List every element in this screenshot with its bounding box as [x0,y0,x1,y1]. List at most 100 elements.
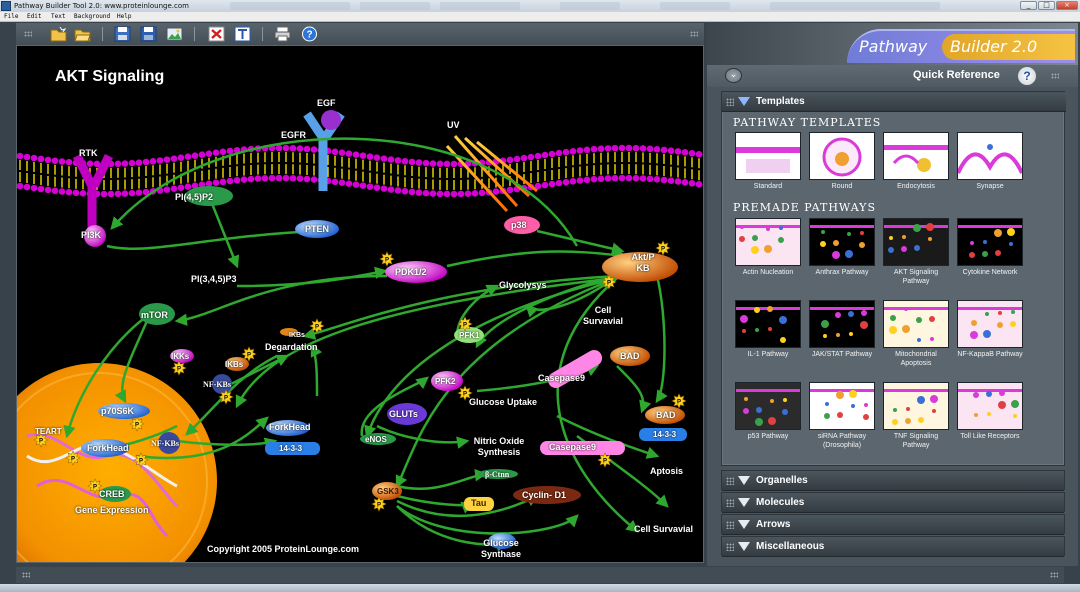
menu-file[interactable]: File [4,13,19,20]
arrows-section[interactable]: Arrows [721,514,1065,535]
premade-label-9: siRNA Pathway (Drosophila) [817,433,867,449]
phospho-label: P [607,281,611,287]
minimize-button[interactable]: _ [1020,1,1037,10]
phospho-label: P [603,459,607,465]
label-bad-2: BAD [656,410,676,420]
menu-help[interactable]: Help [117,13,132,20]
label-nfkbs-2: NF-KBs [151,439,179,448]
premade-label-0: Actin Nucleation [742,269,794,276]
label-aptosis: Aptosis [650,466,684,476]
rtk-receptor [72,153,114,247]
taskbar-strip [0,584,1080,592]
toolbar-separator [194,27,195,41]
collapse-panel-button[interactable]: ⌄ [725,68,742,83]
14-3-3-node-2 [265,442,320,455]
phospho-star [33,432,49,448]
pathway-preview-icon [810,389,874,420]
label-creb: CREB [99,489,125,499]
miscellaneous-section[interactable]: Miscellaneous [721,536,1065,557]
phospho-star [241,346,257,362]
template-thumb-round[interactable] [809,132,875,180]
label-gene-expression: Gene Expression [75,505,149,515]
logo-text-builder: Builder 2.0 [950,37,1038,56]
phospho-label: P [463,392,467,398]
molecules-header[interactable]: Molecules [722,493,1064,513]
template-thumb-endocytosis[interactable] [883,132,949,180]
premade-thumb-0[interactable] [735,218,801,266]
arrows-label: Arrows [756,519,791,530]
grip-icon [726,521,734,529]
pathway-preview-icon [810,307,874,338]
arrows-header[interactable]: Arrows [722,515,1064,535]
template-thumb-synapse[interactable] [957,132,1023,180]
background-tab [440,2,520,10]
diagram-title: AKT Signaling [55,68,165,85]
premade-thumb-3[interactable] [957,218,1023,266]
maximize-button[interactable]: □ [1038,1,1055,10]
miscellaneous-label: Miscellaneous [756,541,825,552]
phospho-label: P [463,323,467,329]
miscellaneous-header[interactable]: Miscellaneous [722,537,1064,557]
gluts-node [387,403,427,425]
ikks-node [170,349,194,363]
toolbar-separator [102,27,103,41]
label-ikbs: IKBs [225,360,244,369]
premade-thumb-8[interactable] [735,382,801,430]
premade-thumb-1[interactable] [809,218,875,266]
organelles-header[interactable]: Organelles [722,471,1064,491]
menu-background[interactable]: Background [74,13,111,20]
new-folder-icon[interactable] [50,26,67,42]
label-egfr: EGFR [281,130,307,140]
text-icon[interactable] [234,26,251,42]
label-nfkbs: NF-KBs [203,380,231,389]
phospho-label: P [247,353,251,359]
premade-thumb-4[interactable] [735,300,801,348]
premade-thumb-6[interactable] [883,300,949,348]
grip-icon [726,499,734,507]
premade-thumb-9[interactable] [809,382,875,430]
quick-reference-label: Quick Reference [913,69,1000,81]
pathway-preview-icon [736,389,800,426]
phospho-star [133,452,149,468]
copyright-text: Copyright 2005 ProteinLounge.com [207,544,360,554]
menu-edit[interactable]: Edit [27,13,42,20]
casepase9-node-1 [547,350,603,388]
print-icon[interactable] [274,26,291,42]
export-image-icon[interactable] [166,26,183,42]
quick-reference-help-icon[interactable]: ? [1018,67,1036,85]
bctnn-node [478,469,518,479]
collapsed-triangle-icon [738,498,750,507]
template-preview-icon [958,144,1022,174]
premade-thumb-11[interactable] [957,382,1023,430]
molecules-section[interactable]: Molecules [721,492,1065,513]
label-gluts: GLUTs [389,409,418,419]
save-as-icon[interactable] [140,26,157,42]
templates-header-label: Templates [756,96,805,107]
menu-text[interactable]: Text [51,13,66,20]
premade-thumb-5[interactable] [809,300,875,348]
premade-thumb-7[interactable] [957,300,1023,348]
premade-thumb-10[interactable] [883,382,949,430]
panel-grip-icon [1051,73,1059,79]
delete-icon[interactable] [208,26,225,42]
templates-header[interactable]: Templates [722,92,1066,112]
close-button[interactable]: × [1056,1,1078,10]
forkhead-node-2 [266,420,310,436]
save-icon[interactable] [114,26,131,42]
help-icon[interactable]: ? [301,26,318,42]
enos-node [360,433,396,445]
phospho-star [129,416,145,432]
phospho-label: P [677,400,681,406]
premade-label-7: NF-KappaB Pathway [957,351,1023,358]
grip-icon [726,477,734,485]
pathway-builder-logo: Pathway Builder 2.0 [847,29,1075,63]
premade-thumb-2[interactable] [883,218,949,266]
template-thumb-standard[interactable] [735,132,801,180]
organelles-section[interactable]: Organelles [721,470,1065,491]
label-p38: p38 [511,220,527,230]
organelles-label: Organelles [756,475,808,486]
open-folder-icon[interactable] [74,26,91,42]
